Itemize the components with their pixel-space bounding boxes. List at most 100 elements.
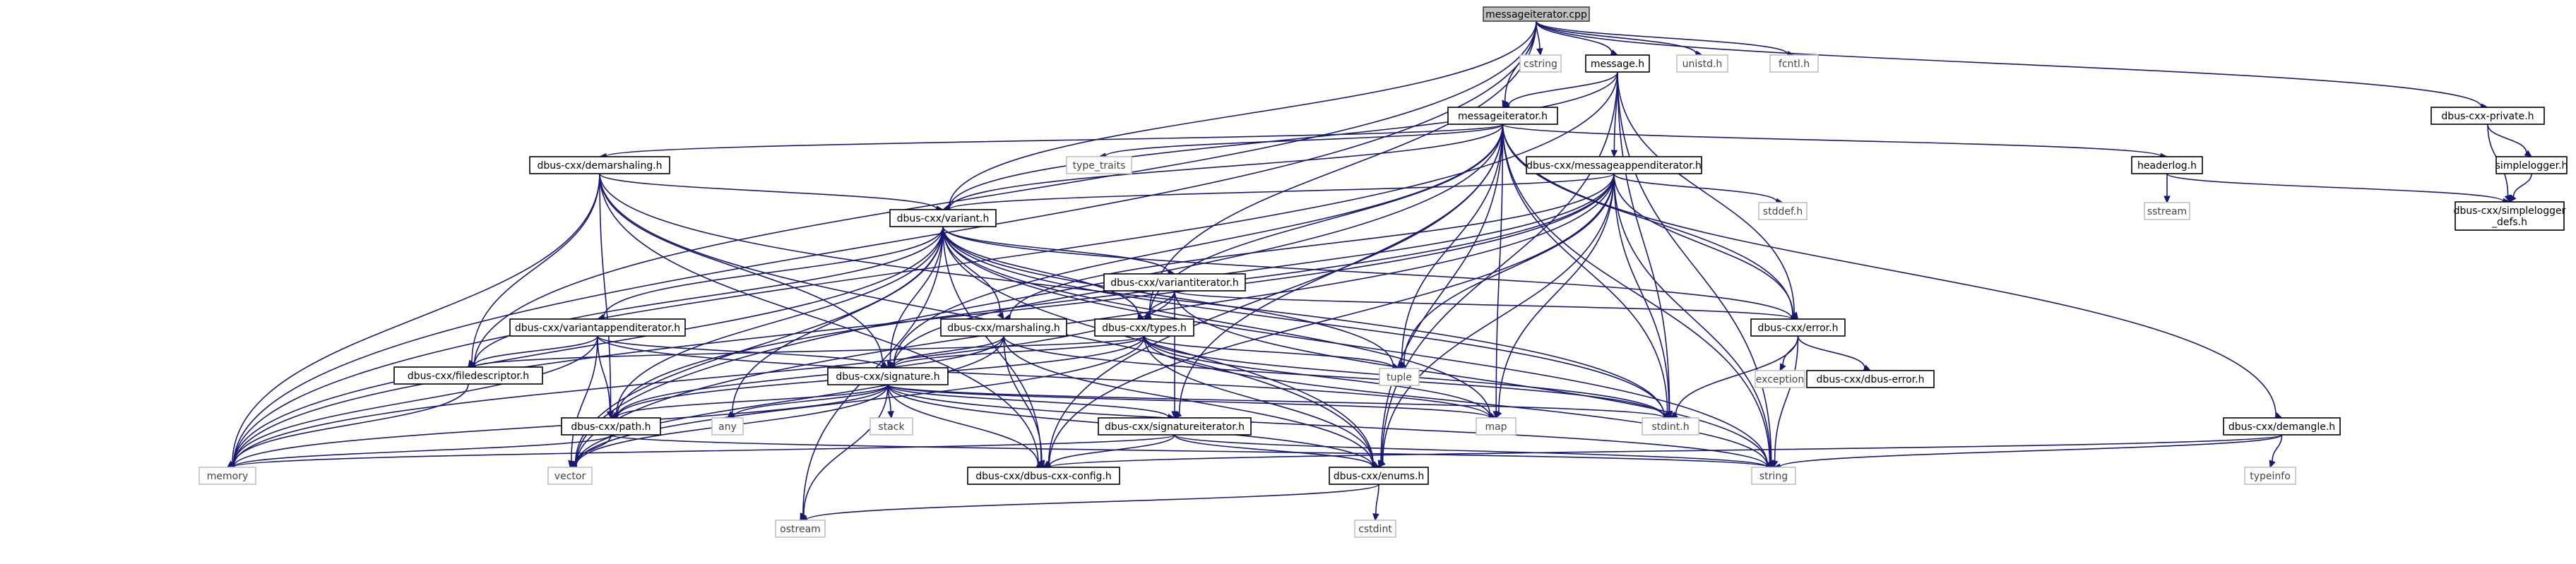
node-sigiter[interactable]: dbus-cxx/signatureiterator.h	[1098, 417, 1252, 436]
edge-line	[889, 226, 944, 362]
edge-line	[474, 335, 1145, 368]
node-label: dbus-cxx/enums.h	[1334, 471, 1425, 482]
node-stack: stack	[869, 417, 913, 436]
node-private-h[interactable]: dbus-cxx-private.h	[2430, 107, 2545, 125]
node-map: map	[1476, 417, 1516, 436]
edge-line	[597, 335, 611, 412]
edge-msgappenditer-to-enums	[1378, 173, 1615, 468]
edge-line	[942, 226, 1374, 464]
edge-line	[1403, 173, 1615, 364]
edge-line	[615, 226, 944, 415]
edge-line	[2166, 173, 2504, 203]
edge-messageiterator_h-to-demarshaling	[598, 124, 1504, 160]
edge-line	[1495, 124, 1504, 412]
node-root[interactable]: messageiterator.cpp	[1483, 6, 1590, 22]
edge-line	[1174, 434, 1768, 468]
edge-line	[1502, 124, 1793, 316]
node-stddef: stddef.h	[1758, 202, 1808, 220]
edge-line	[949, 124, 1504, 209]
node-enums[interactable]: dbus-cxx/enums.h	[1329, 467, 1429, 485]
edge-line	[605, 124, 1504, 157]
node-label: dbus-cxx/variant.h	[897, 213, 990, 224]
edge-line	[1502, 124, 2161, 157]
edge-varappenditer-to-path_h	[597, 335, 614, 419]
node-fcntl: fcntl.h	[1769, 54, 1819, 73]
node-simplelogger-h[interactable]: simplelogger.h	[2495, 156, 2568, 174]
node-varappenditer[interactable]: dbus-cxx/variantappenditerator.h	[509, 318, 686, 337]
node-signature[interactable]: dbus-cxx/signature.h	[827, 367, 949, 385]
edge-line	[599, 173, 937, 210]
edge-line	[1105, 124, 1504, 157]
node-label: dbus-cxx/variantappenditerator.h	[515, 323, 680, 334]
edge-line	[1174, 290, 1769, 466]
node-label: dbus-cxx/variantiterator.h	[1110, 277, 1239, 289]
node-box	[1329, 467, 1429, 485]
node-label: cstdint	[1358, 524, 1392, 535]
node-marshaling[interactable]: dbus-cxx/marshaling.h	[940, 318, 1067, 337]
node-vector: vector	[547, 467, 593, 485]
node-filedesc[interactable]: dbus-cxx/filedescriptor.h	[393, 366, 543, 385]
node-box	[869, 417, 913, 436]
edge-signature-to-string	[887, 384, 1775, 470]
edge-line	[1617, 71, 1772, 462]
node-path-h[interactable]: dbus-cxx/path.h	[561, 417, 661, 436]
edge-msgappenditer-to-map	[1495, 173, 1615, 419]
node-config[interactable]: dbus-cxx/dbus-cxx-config.h	[967, 467, 1120, 485]
node-box	[827, 367, 949, 385]
edge-line	[1174, 290, 1793, 320]
edge-arrowhead	[2164, 196, 2171, 204]
edge-variantiter-to-string	[1174, 290, 1775, 469]
node-dbus-error[interactable]: dbus-cxx/dbus-error.h	[1806, 370, 1935, 388]
edge-message_h-to-enums	[1378, 71, 1618, 469]
edge-line	[803, 384, 889, 515]
node-cstdint: cstdint	[1354, 520, 1396, 538]
node-stdint: stdint.h	[1642, 417, 1699, 436]
node-simplelogger-defs[interactable]: dbus-cxx/simplelogger_defs.h	[2454, 201, 2566, 231]
edge-root-to-message_h	[1536, 20, 1619, 56]
edge-line	[617, 384, 889, 418]
node-label: typeinfo	[2250, 471, 2291, 482]
node-msgappenditer[interactable]: dbus-cxx/messageappenditerator.h	[1526, 156, 1702, 174]
edge-line	[1613, 173, 1771, 462]
edge-line	[1174, 434, 1373, 467]
node-headerlog[interactable]: headerlog.h	[2131, 156, 2203, 174]
node-label: dbus-cxx/signature.h	[836, 371, 939, 383]
edge-line	[1049, 434, 2283, 468]
node-error-h[interactable]: dbus-cxx/error.h	[1750, 318, 1846, 337]
node-label: any	[718, 421, 737, 433]
edge-line	[949, 173, 1615, 210]
node-box	[509, 318, 686, 337]
edge-demarshaling-to-signature	[599, 173, 889, 368]
node-label: tuple	[1387, 372, 1412, 383]
node-box	[561, 417, 661, 436]
node-label: exception	[1756, 374, 1804, 385]
edge-line	[575, 124, 1504, 465]
node-message-h[interactable]: message.h	[1585, 54, 1650, 73]
edge-line	[599, 173, 1666, 417]
node-box	[775, 520, 826, 538]
node-demangle[interactable]: dbus-cxx/demangle.h	[2223, 417, 2341, 436]
edge-line	[603, 226, 944, 318]
node-demarshaling[interactable]: dbus-cxx/demarshaling.h	[529, 156, 670, 174]
edge-signature-to-memory	[226, 384, 889, 470]
edge-arrowhead	[606, 410, 614, 419]
node-variantiter[interactable]: dbus-cxx/variantiterator.h	[1103, 273, 1246, 292]
edge-messageiterator_h-to-demangle	[1502, 124, 2283, 419]
node-box	[529, 156, 670, 174]
node-box	[1476, 417, 1516, 436]
edge-line	[233, 434, 612, 467]
edge-line	[473, 226, 944, 366]
node-label: dbus-cxx/signatureiterator.h	[1105, 421, 1245, 433]
node-messageiterator-h[interactable]: messageiterator.h	[1447, 107, 1558, 125]
node-box	[1519, 54, 1562, 73]
edge-line	[942, 226, 1793, 319]
edge-arrowhead	[2524, 150, 2532, 157]
node-types-h[interactable]: dbus-cxx/types.h	[1094, 318, 1194, 337]
node-box	[889, 209, 997, 227]
edge-line	[1536, 20, 1697, 54]
edge-line	[887, 384, 1169, 418]
node-variant[interactable]: dbus-cxx/variant.h	[889, 209, 997, 227]
node-box	[1676, 54, 1728, 73]
edge-line	[233, 173, 1615, 467]
